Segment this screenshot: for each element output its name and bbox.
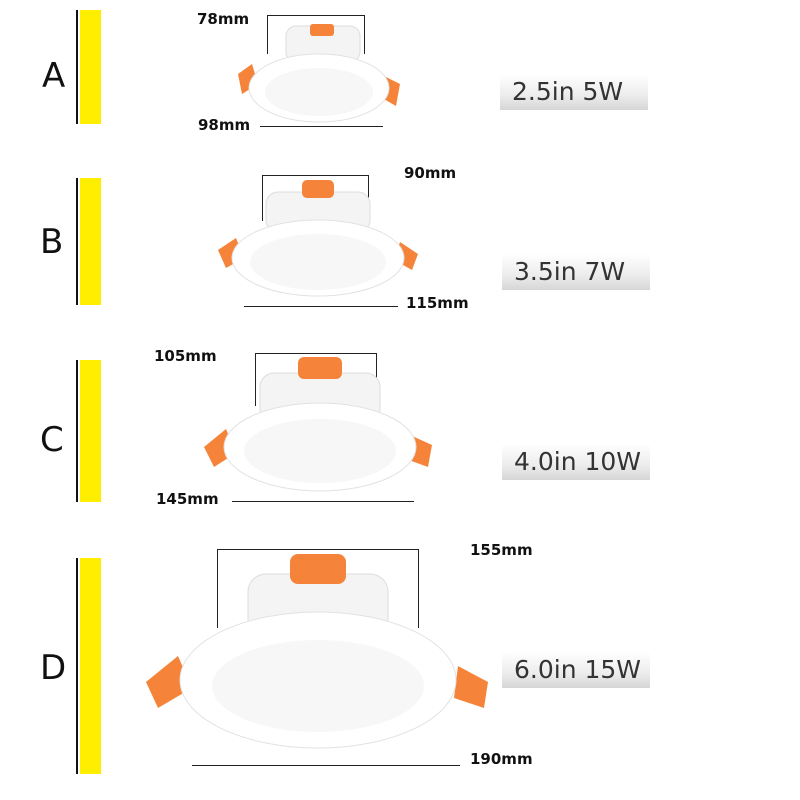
yellow-bar bbox=[80, 10, 101, 124]
top-dimension-label: 90mm bbox=[404, 164, 457, 182]
yellow-bar bbox=[80, 178, 101, 305]
bottom-dimension-line bbox=[244, 306, 398, 307]
downlight-image bbox=[146, 554, 488, 749]
top-dimension-label: 78mm bbox=[197, 10, 250, 28]
size-letter: A bbox=[42, 56, 66, 96]
downlight-image bbox=[218, 180, 418, 297]
bottom-dimension-line bbox=[232, 501, 414, 502]
yellow-bar bbox=[80, 558, 101, 774]
bottom-dimension-line bbox=[192, 765, 460, 766]
size-letter: B bbox=[40, 222, 64, 262]
bar-divider bbox=[76, 10, 78, 124]
top-dimension-label: 155mm bbox=[470, 541, 533, 559]
bottom-dimension-label: 98mm bbox=[198, 116, 251, 134]
downlight-image bbox=[204, 357, 432, 492]
bottom-dimension-label: 115mm bbox=[406, 294, 469, 312]
bottom-dimension-line bbox=[260, 126, 383, 127]
spec-label: 2.5in 5W bbox=[500, 74, 648, 110]
top-dimension-bracket bbox=[267, 15, 365, 54]
bottom-dimension-label: 145mm bbox=[156, 490, 219, 508]
size-letter: D bbox=[40, 648, 67, 688]
spec-label: 4.0in 10W bbox=[502, 444, 650, 480]
row-c: C 105mm 145mm 4.0in 10W bbox=[40, 347, 650, 508]
downlight-image bbox=[238, 24, 400, 123]
bar-divider bbox=[76, 178, 78, 305]
top-dimension-bracket bbox=[217, 549, 419, 628]
row-a: A 78mm 98mm 2.5in 5W bbox=[0, 0, 800, 140]
bar-divider bbox=[76, 360, 78, 502]
top-dimension-label: 105mm bbox=[154, 347, 217, 365]
bar-divider bbox=[76, 558, 78, 774]
size-letter: C bbox=[40, 420, 64, 460]
bottom-dimension-label: 190mm bbox=[470, 750, 533, 768]
spec-label: 6.0in 15W bbox=[502, 652, 650, 688]
yellow-bar bbox=[80, 360, 101, 502]
spec-label: 3.5in 7W bbox=[502, 254, 650, 290]
row-b: B 90mm 115mm 3.5in 7W bbox=[0, 0, 800, 320]
